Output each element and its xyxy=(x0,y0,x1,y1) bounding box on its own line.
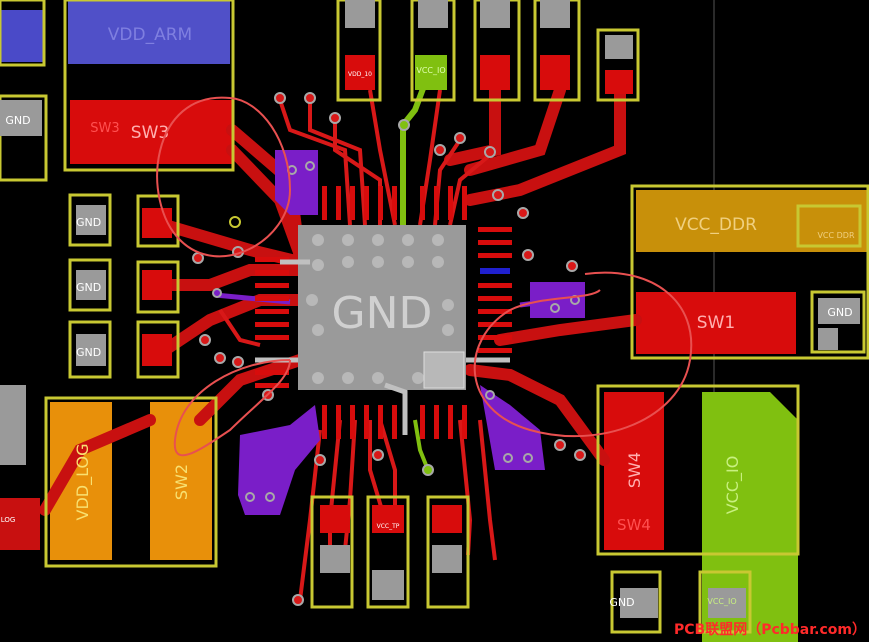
via-green-top xyxy=(398,119,410,131)
small-green-pad xyxy=(415,55,447,90)
label-gnd-left-top: GND xyxy=(5,114,30,127)
label-gnd-bottom-right: GND xyxy=(609,596,634,609)
label-gnd-left-2: GND xyxy=(76,281,101,294)
sw3-pad xyxy=(70,100,232,164)
blue-pin xyxy=(480,268,510,274)
vias-red xyxy=(192,92,586,606)
trace-green-top xyxy=(400,68,433,225)
thermal-vias xyxy=(306,234,454,384)
vcc-io-pour xyxy=(702,392,798,642)
label-vcc-ddr-small: VCC DDR xyxy=(817,231,855,240)
label-vdd-arm: VDD_ARM xyxy=(108,25,192,45)
label-sw4-small: SW4 xyxy=(617,516,651,534)
ic-pins-left xyxy=(255,257,289,388)
label-sw4: SW4 xyxy=(625,452,644,488)
small-olive-pad xyxy=(816,210,858,240)
label-vdd-10: VDD_10 xyxy=(348,71,372,78)
watermark: PCB联盟网（Pcbbar.com） xyxy=(674,622,866,638)
small-red-pads xyxy=(142,55,633,533)
trace-group-thin xyxy=(218,89,497,601)
grey-stub-bottom xyxy=(384,382,408,435)
label-sw1: SW1 xyxy=(697,313,735,333)
label-sw3-small: SW3 xyxy=(90,121,119,136)
ic-pins-right xyxy=(478,227,512,353)
via-yellow xyxy=(229,216,241,228)
vias-purple xyxy=(212,161,580,502)
ic-pins-bottom xyxy=(322,405,467,439)
label-vcc-tp: VCC_TP xyxy=(377,523,400,530)
vdd-arm-left-pour xyxy=(0,10,44,62)
label-vcc-io: VCC_IO xyxy=(723,456,743,515)
ic-corner-pad xyxy=(423,351,465,389)
label-vcc-io-top: VCC_IO xyxy=(416,66,445,75)
vdd-arm-pour xyxy=(68,0,230,64)
label-gnd-right: GND xyxy=(827,306,852,319)
label-log-small: LOG xyxy=(1,516,16,524)
log-pour xyxy=(0,498,40,550)
label-vcc-io-small: VCC_IO xyxy=(707,597,736,606)
label-vdd-log: VDD_LOG xyxy=(73,444,93,521)
sw2-pad xyxy=(150,402,212,560)
via-green-bottom xyxy=(422,464,434,476)
ic-pin-green xyxy=(401,186,406,220)
sw1-pad xyxy=(636,292,796,354)
trace-green-bottom xyxy=(413,419,430,471)
label-gnd-left-3: GND xyxy=(76,346,101,359)
label-sw3: SW3 xyxy=(131,123,169,143)
label-sw2: SW2 xyxy=(172,464,191,500)
label-vcc-ddr: VCC_DDR xyxy=(675,215,757,235)
annotation-circles xyxy=(156,96,693,457)
ic-pins-top xyxy=(322,186,467,220)
label-gnd-left-1: GND xyxy=(76,216,101,229)
small-grey-pads xyxy=(0,0,860,618)
sw4-pad xyxy=(604,392,664,550)
label-gnd-center: GND xyxy=(332,288,433,339)
